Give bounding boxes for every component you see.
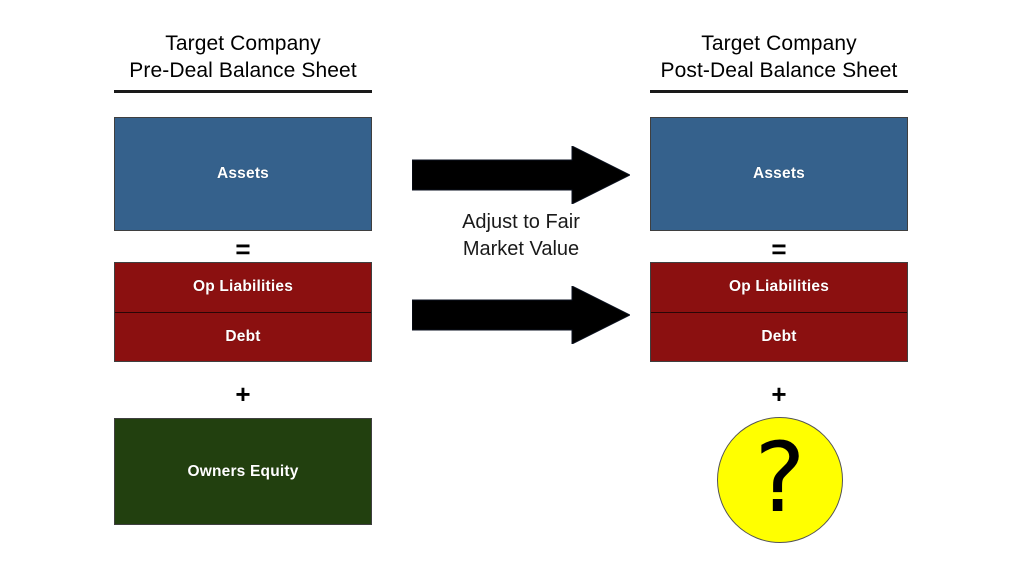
left-op-liabilities-row: Op Liabilities (115, 263, 371, 312)
right-debt-row: Debt (651, 311, 907, 362)
right-plus-operator: + (771, 379, 787, 409)
adjust-arrow-bottom (412, 286, 630, 344)
right-column-title-line1: Target Company (701, 32, 857, 55)
question-mark-circle-icon: ? (717, 417, 843, 543)
question-mark-glyph: ? (754, 422, 806, 534)
adjust-arrow-top (412, 146, 630, 204)
right-equals-operator: = (771, 234, 787, 264)
adjust-caption-line2: Market Value (462, 238, 580, 260)
right-assets-block: Assets (650, 117, 908, 231)
right-column-title-rule (650, 90, 908, 93)
right-op-liabilities-label: Op Liabilities (728, 278, 830, 296)
right-column-title-line2: Post-Deal Balance Sheet (660, 59, 898, 82)
left-equals-operator: = (235, 234, 251, 264)
adjust-caption: Adjust to Fair Market Value (391, 209, 651, 263)
left-op-liabilities-label: Op Liabilities (192, 278, 294, 296)
left-column-title: Target Company Pre-Deal Balance Sheet (114, 30, 372, 84)
adjust-caption-line1: Adjust to Fair (462, 211, 580, 233)
left-column-title-line1: Target Company (165, 32, 321, 55)
left-plus-operator: + (235, 379, 251, 409)
left-owners-equity-block: Owners Equity (114, 418, 372, 525)
left-liabilities-group: Op Liabilities Debt (114, 262, 372, 362)
left-column-title-line2: Pre-Deal Balance Sheet (129, 59, 357, 82)
left-owners-equity-label: Owners Equity (187, 462, 299, 480)
right-column-title: Target Company Post-Deal Balance Sheet (650, 30, 908, 84)
left-column-title-rule (114, 90, 372, 93)
right-liabilities-group: Op Liabilities Debt (650, 262, 908, 362)
left-debt-row: Debt (115, 311, 371, 362)
left-assets-block: Assets (114, 117, 372, 231)
left-assets-label: Assets (216, 165, 270, 182)
right-op-liabilities-row: Op Liabilities (651, 263, 907, 312)
right-debt-label: Debt (761, 327, 797, 345)
right-assets-label: Assets (752, 165, 806, 182)
left-debt-label: Debt (225, 327, 261, 345)
